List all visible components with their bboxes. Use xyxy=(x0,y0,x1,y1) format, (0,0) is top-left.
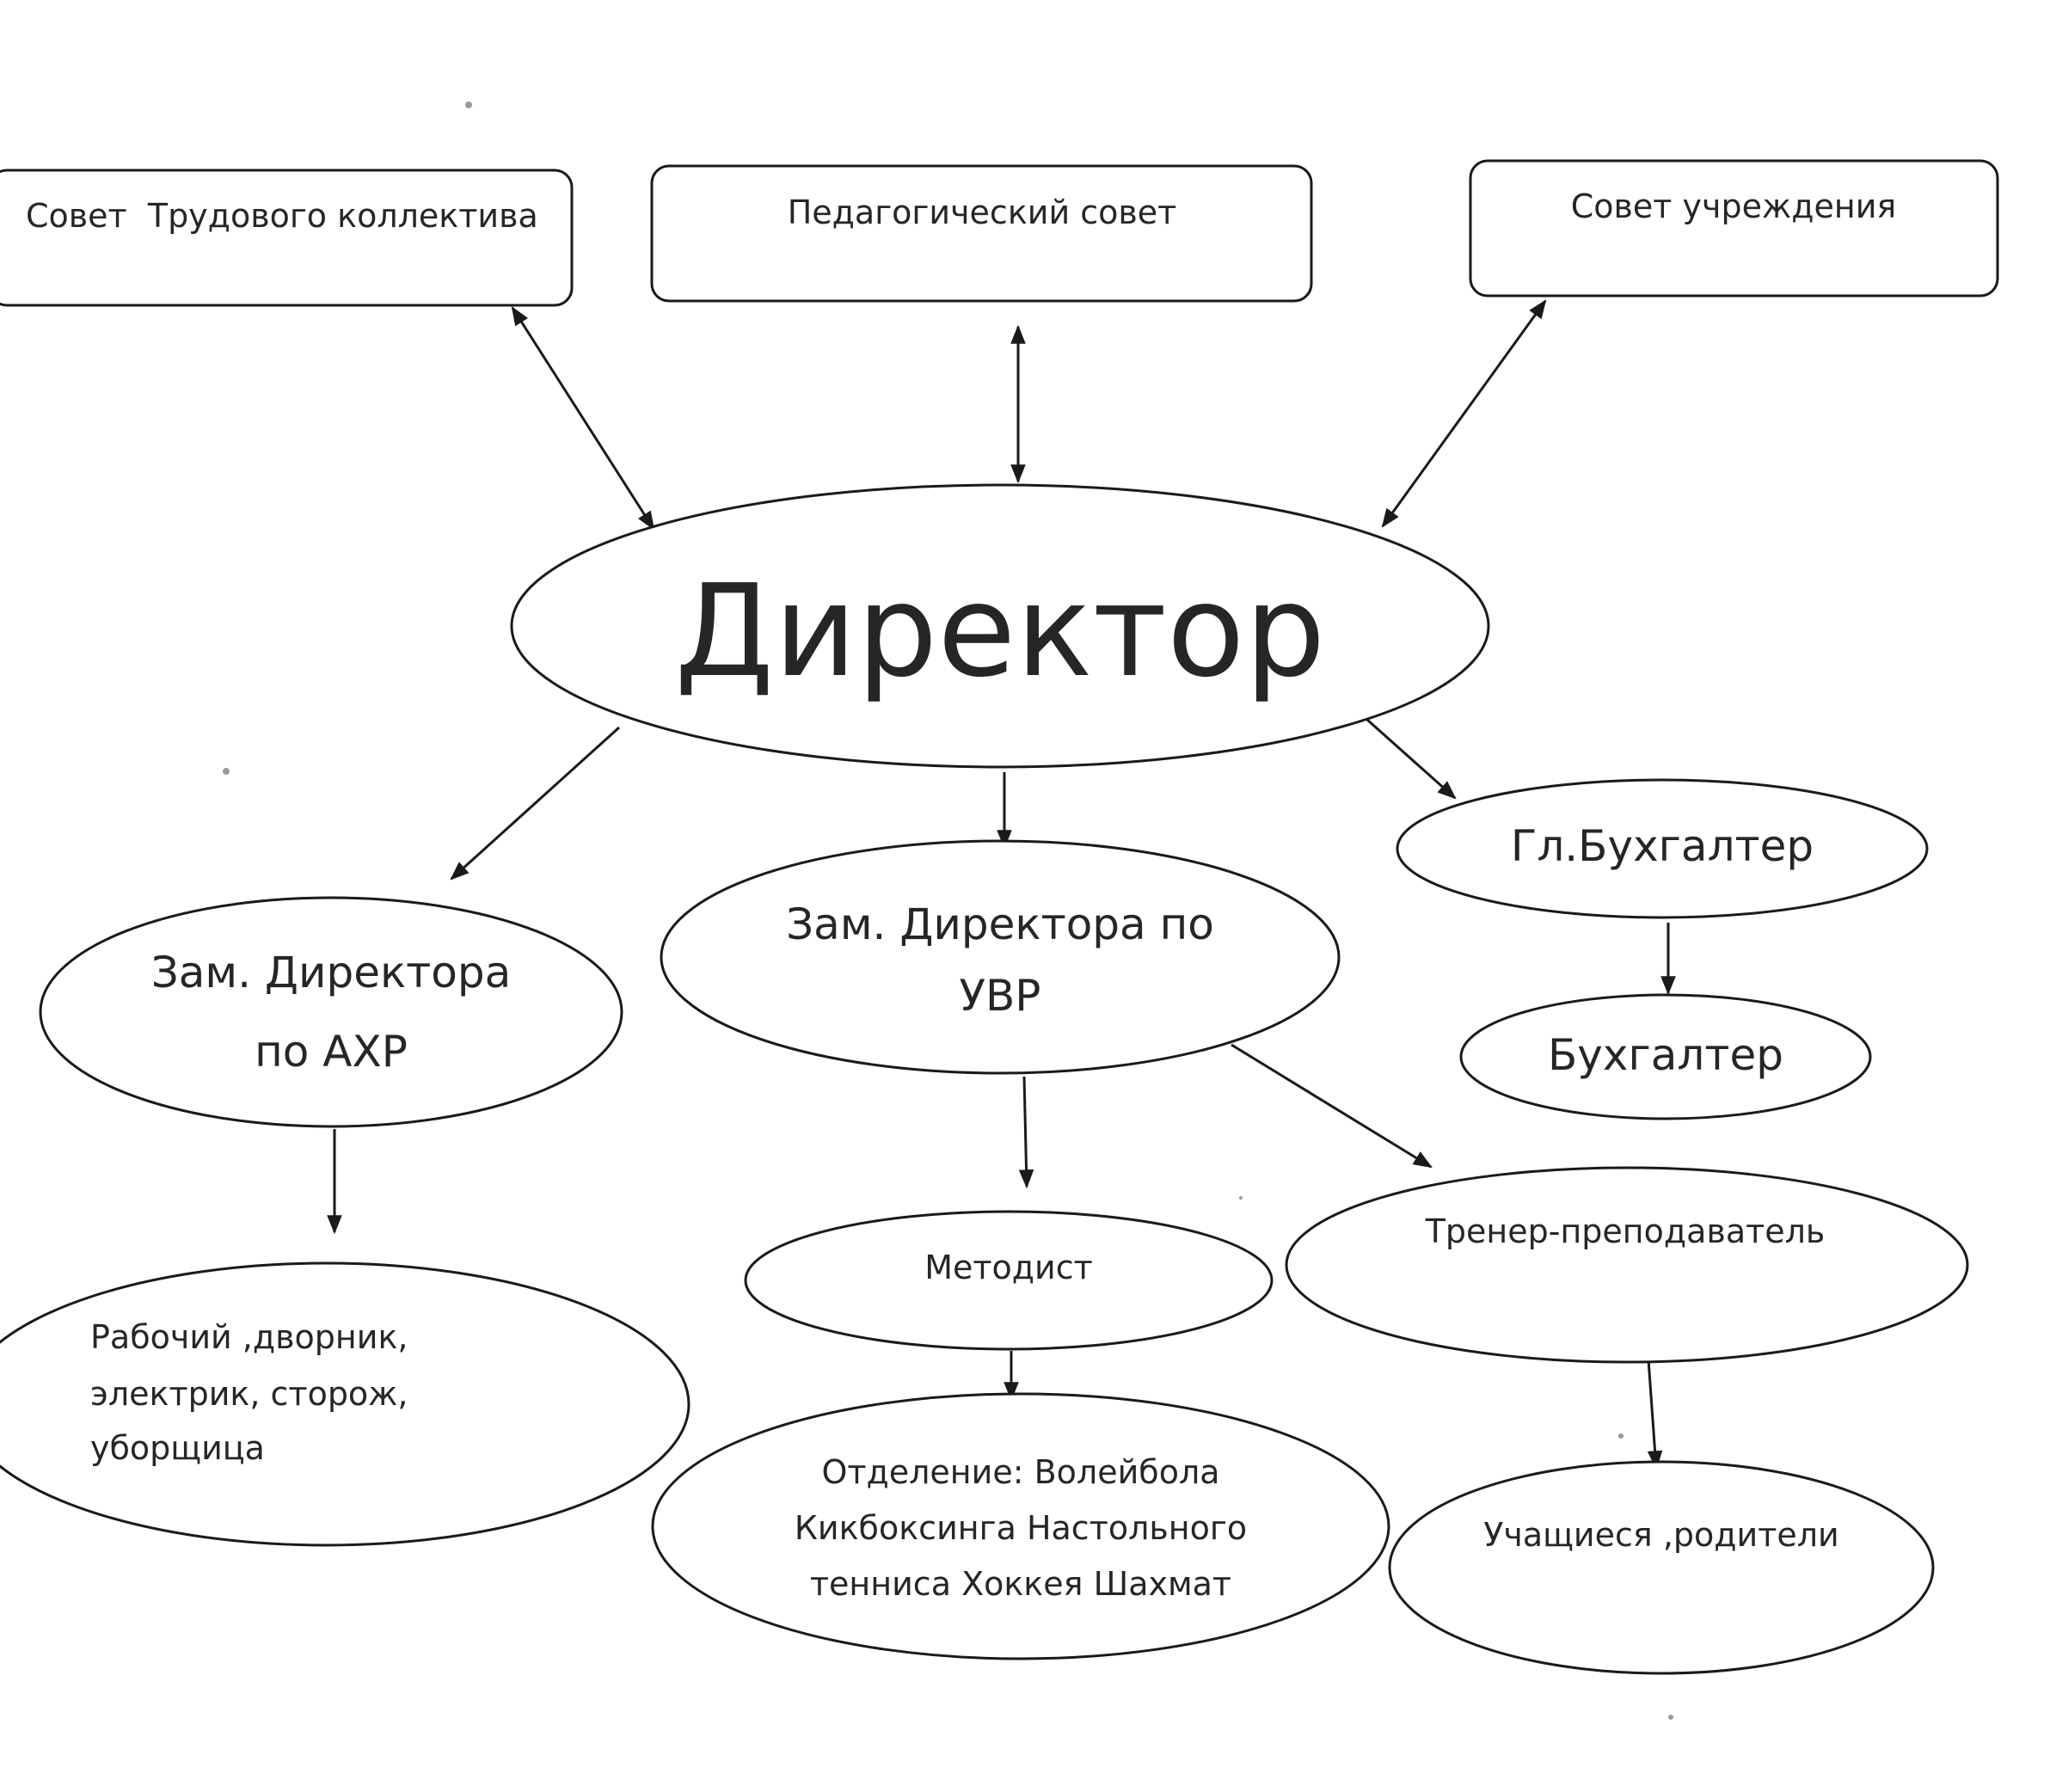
staff-label-line1: Рабочий ,дворник, xyxy=(90,1318,408,1356)
departments-label-line1: Отделение: Волейбола xyxy=(821,1453,1219,1491)
chief-accountant-label: Гл.Бухгалтер xyxy=(1511,821,1814,871)
connector-coach-students xyxy=(1646,1347,1663,1470)
pedagogical-council-box: Педагогический совет xyxy=(650,164,1313,303)
methodist-node: Методист xyxy=(744,1210,1274,1351)
deputy-ahr-label-line1: Зам. Директора xyxy=(151,948,512,997)
labor-collective-council-label: Совет Трудового коллектива xyxy=(26,197,538,235)
deputy-uvr-label-line1: Зам. Директора по xyxy=(786,899,1214,949)
connector-deputy-uvr-coach xyxy=(1231,1043,1433,1169)
pedagogical-council-label: Педагогический совет xyxy=(788,193,1177,231)
accountant-node: Бухгалтер xyxy=(1459,993,1872,1120)
accountant-label: Бухгалтер xyxy=(1548,1030,1783,1080)
staff-node: Рабочий ,дворник, электрик, сторож, убор… xyxy=(0,1261,690,1547)
connector-deputy-uvr-methodist xyxy=(1018,1076,1034,1189)
institution-council-label: Совет учреждения xyxy=(1571,187,1897,225)
connector-director-deputy-ahr xyxy=(450,726,621,881)
departments-label-line3: тенниса Хоккея Шахмат xyxy=(810,1565,1231,1603)
scan-speck xyxy=(223,768,230,775)
staff-label-line2: электрик, сторож, xyxy=(90,1375,408,1413)
students-parents-label: Учащиеся ,родители xyxy=(1483,1516,1839,1554)
chief-accountant-node: Гл.Бухгалтер xyxy=(1396,778,1929,919)
methodist-label: Методист xyxy=(924,1249,1093,1286)
connector-institution-council-director xyxy=(1381,299,1547,528)
connector-director-chief-accountant xyxy=(1366,718,1457,800)
connector-labor-council-director xyxy=(511,306,655,531)
deputy-ahr-label-line2: по АХР xyxy=(255,1027,408,1077)
students-parents-node: Учащиеся ,родители xyxy=(1388,1460,1935,1675)
director-node: Директор xyxy=(510,483,1490,769)
departments-label-line2: Кикбоксинга Настольного xyxy=(795,1509,1247,1547)
institution-council-box: Совет учреждения xyxy=(1469,159,1999,298)
scan-speck xyxy=(1239,1196,1243,1200)
labor-collective-council-box: Совет Трудового коллектива xyxy=(0,169,574,307)
director-label: Директор xyxy=(675,557,1326,705)
coach-node: Тренер-преподаватель xyxy=(1285,1166,1969,1364)
coach-label: Тренер-преподаватель xyxy=(1425,1212,1826,1250)
scan-speck xyxy=(465,101,472,108)
departments-node: Отделение: Волейбола Кикбоксинга Настоль… xyxy=(651,1392,1390,1660)
scan-speck xyxy=(1668,1715,1673,1720)
deputy-ahr-node: Зам. Директора по АХР xyxy=(39,896,623,1128)
deputy-uvr-node: Зам. Директора по УВР xyxy=(660,839,1341,1075)
staff-label-line3: уборщица xyxy=(90,1429,265,1467)
deputy-uvr-label-line2: УВР xyxy=(960,971,1041,1021)
scan-speck xyxy=(1618,1433,1623,1439)
